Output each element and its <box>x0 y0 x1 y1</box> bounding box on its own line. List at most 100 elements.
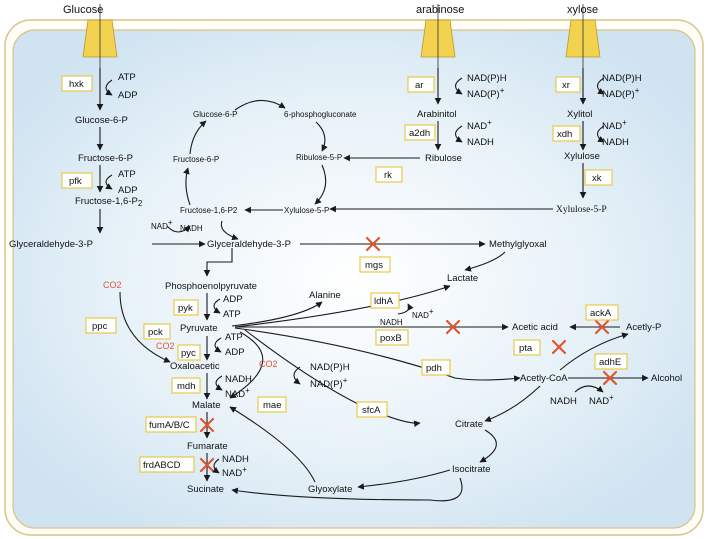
enzyme-pyc: pyc <box>181 348 196 359</box>
enzyme-mae: mae <box>263 400 281 411</box>
enzyme-box-mgs <box>359 256 391 273</box>
cofactor-nadh-frd: NADH <box>222 454 249 465</box>
cofactor-curve-ar <box>454 77 463 95</box>
cofactor-curve-pfk <box>105 174 113 190</box>
metabolite-phosphoenolpyruvate: Phosphoenolpyruvate <box>165 281 257 292</box>
cofactor-curve-adhE <box>574 385 604 393</box>
enzyme-box-xk <box>584 169 613 186</box>
arrow-ppp-g6p-to-6pg <box>234 99 286 111</box>
enzyme-box-hxk <box>61 75 93 92</box>
cofactor-nadh-ppp: NADH <box>180 224 203 233</box>
enzyme-ppc: ppc <box>92 321 108 332</box>
cofactor-nadh-xdh: NADH <box>602 137 629 148</box>
enzyme-box-pta <box>513 339 541 356</box>
knockout-mgs-icon <box>365 236 381 252</box>
cell-cytoplasm <box>12 29 696 529</box>
xylose-label: xylose <box>567 4 598 16</box>
cofactor-atp-hxk: ATP <box>118 72 136 83</box>
enzyme-box-pck <box>143 323 171 340</box>
enzyme-box-pfk <box>61 172 93 189</box>
cofactor-nad-ppp: NAD+ <box>151 218 173 231</box>
arrow-ppp-6pg-to-r5p <box>315 121 328 152</box>
metabolite-xylulose: Xylulose <box>564 151 600 162</box>
metabolite-arabinitol: Arabinitol <box>417 109 457 120</box>
ppp-glucose-6-p: Glucose-6-P <box>193 110 237 119</box>
glucose-transporter <box>82 4 118 68</box>
enzyme-ackA: ackA <box>590 308 612 319</box>
enzyme-adhE: adhE <box>599 357 621 368</box>
enzyme-frdABCD: frdABCD <box>143 460 181 471</box>
cofactor-nadp-xr: NAD(P)+ <box>602 86 640 100</box>
enzyme-poxB: poxB <box>380 333 402 344</box>
enzyme-box-ar <box>407 76 435 93</box>
enzyme-fumABC: fumA/B/C <box>149 420 190 431</box>
enzyme-box-a2dh <box>404 124 436 141</box>
arrow-pyruvate-to-malate <box>229 331 264 399</box>
cofactor-nadph-xr: NAD(P)H <box>602 73 642 84</box>
enzyme-box-fum <box>145 416 197 433</box>
xylose-transporter <box>565 4 601 68</box>
enzyme-ldhA: ldhA <box>374 296 394 307</box>
cofactor-atp-pfk: ATP <box>118 169 136 180</box>
enzyme-box-pyk <box>173 299 199 316</box>
enzyme-pta: pta <box>519 343 533 354</box>
arrow-ppp-fbp-to-g3p <box>220 220 239 241</box>
enzyme-box-xdh <box>552 125 581 142</box>
cofactor-curve-pyc <box>214 337 222 353</box>
cofactor-adp-pfk: ADP <box>118 185 138 196</box>
metabolite-malate: Malate <box>192 400 221 411</box>
arrow-pyruvate-to-lactate <box>234 284 451 328</box>
metabolite-ribulose: Ribulose <box>425 153 462 164</box>
ppp-ribulose-5-p: Ribulose-5-P <box>296 153 342 162</box>
arrow-acetyl-coa-to-acetyl-p <box>559 332 629 371</box>
arabinose-transporter <box>420 4 456 68</box>
arrow-pyruvate-to-alanine <box>231 301 323 327</box>
enzyme-xr: xr <box>562 80 570 91</box>
enzyme-box-ppc <box>85 317 117 334</box>
enzyme-mdh: mdh <box>177 381 195 392</box>
cofactor-nadph-mae: NAD(P)H <box>310 362 350 373</box>
enzyme-box-ldhA <box>370 292 400 309</box>
arrow-ppp-r5p-to-x5p <box>314 164 327 205</box>
cofactor-nadph-ar: NAD(P)H <box>467 73 507 84</box>
arrow-ppp-fbp-to-f6p <box>183 167 191 206</box>
cofactor-nad-ldh: NAD+ <box>412 307 434 320</box>
enzyme-pck: pck <box>148 327 163 338</box>
metabolite-isocitrate: Isocitrate <box>452 464 491 475</box>
metabolite-acetic-acid: Acetic acid <box>512 322 558 333</box>
metabolite-methylglyoxal: Methylglyoxal <box>489 239 547 250</box>
cofactor-nadh-ldh: NADH <box>380 318 403 327</box>
enzyme-pdh: pdh <box>426 363 442 374</box>
co2-mae: CO2 <box>259 359 278 369</box>
enzyme-pfk: pfk <box>69 176 82 187</box>
knockout-pta-icon <box>551 339 567 355</box>
arrow-isocitrate-to-glyoxylate <box>357 469 451 490</box>
ppp-xylulose-5-p: Xylulose-5-P <box>284 206 329 215</box>
knockout-fum-icon <box>199 417 215 433</box>
cofactor-nadp-mae: NAD(P)+ <box>310 376 348 390</box>
metabolite-citrate: Citrate <box>455 419 483 430</box>
enzyme-box-poxB <box>375 329 409 346</box>
metabolite-alcohol: Alcohol <box>651 373 682 384</box>
cofactor-nadh-adhe: NADH <box>550 396 577 407</box>
ppp-fructose-6-p: Fructose-6-P <box>173 155 219 164</box>
cofactor-nadp-ar: NAD(P)+ <box>467 86 505 100</box>
metabolite-xylitol: Xylitol <box>567 109 592 120</box>
metabolite-acetyl-p: Acetly-P <box>626 322 661 333</box>
enzyme-rk: rk <box>384 170 392 181</box>
cofactor-nad-xdh: NAD+ <box>602 118 627 132</box>
co2-pep: CO2 <box>103 280 122 290</box>
enzyme-xdh: xdh <box>557 129 572 140</box>
enzyme-box-mae <box>257 396 287 413</box>
arrow-glyoxylate-to-malate <box>229 406 316 483</box>
knockout-frd-icon <box>199 457 215 473</box>
arrow-citrate-to-isocitrate <box>479 429 497 463</box>
knockout-ackA-icon <box>594 319 610 335</box>
arrow-pyruvate-to-citrate <box>244 329 421 428</box>
knockout-poxB-icon <box>445 319 461 335</box>
enzyme-box-pyc <box>177 344 201 361</box>
cofactor-curve-ppp-nad <box>166 225 191 233</box>
enzyme-ar: ar <box>415 80 423 91</box>
cofactor-curve-hxk <box>105 79 113 96</box>
